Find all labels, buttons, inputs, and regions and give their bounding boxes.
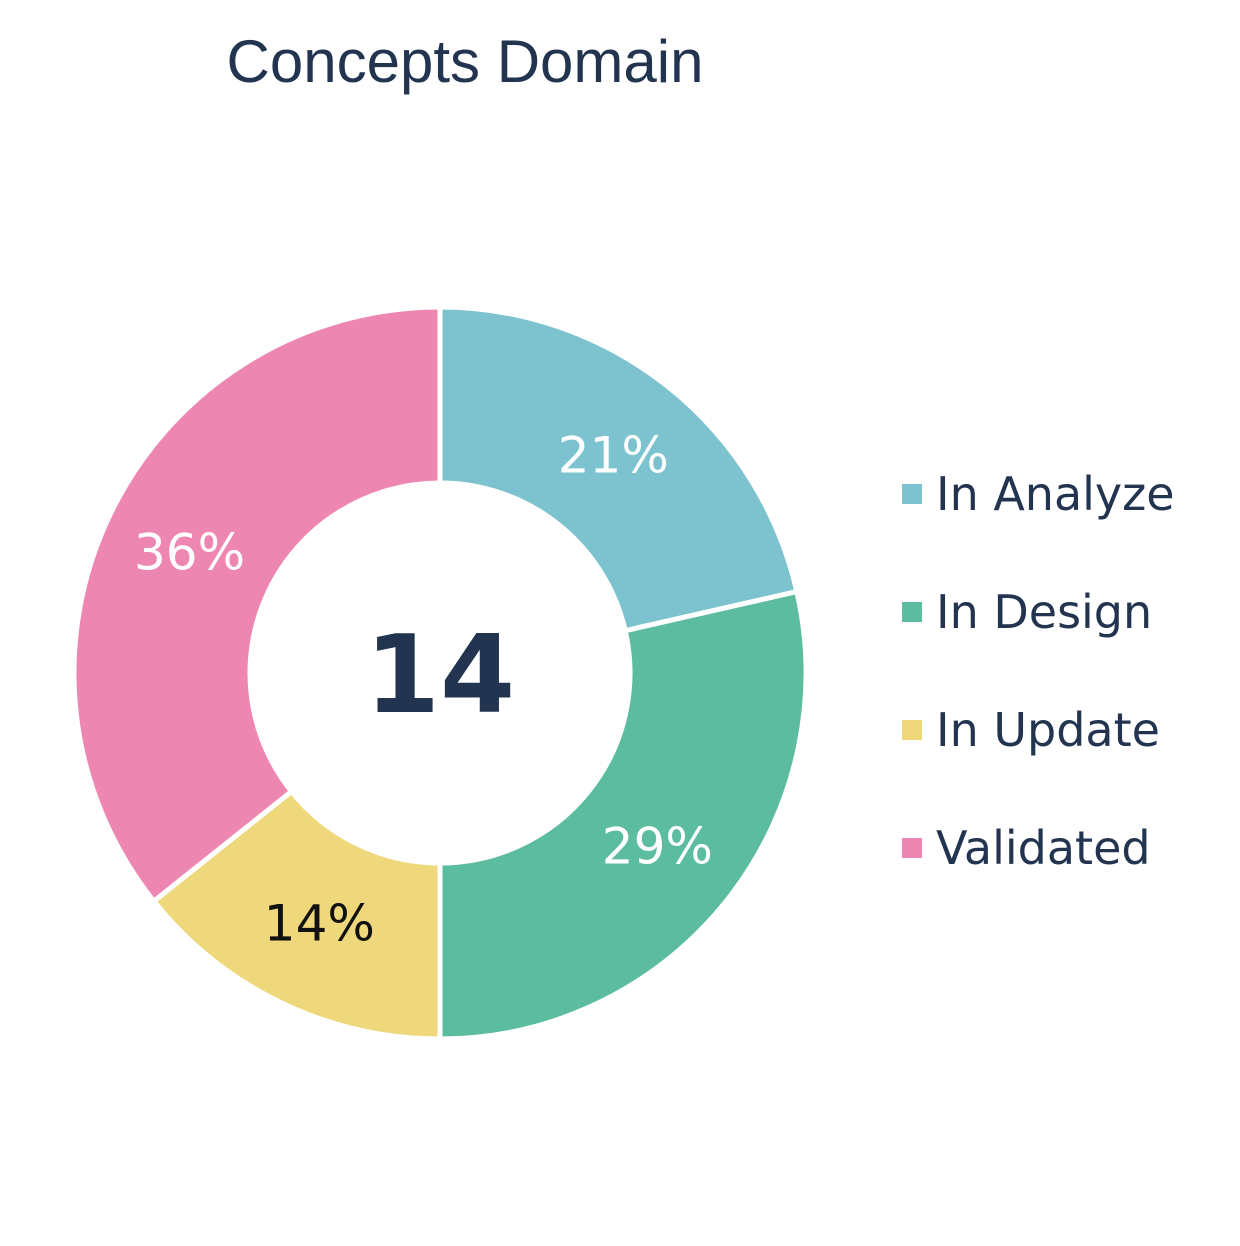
legend-label-in-update: In Update (936, 703, 1160, 757)
legend-label-in-analyze: In Analyze (936, 467, 1175, 521)
slice-labels: 21% 29% 14% 36% (134, 427, 713, 953)
legend-swatch-in-update (902, 720, 922, 740)
center-total: 14 (365, 613, 515, 738)
slice-in-update (150, 787, 443, 1042)
slice-validated (71, 304, 443, 905)
slice-label-in-design: 29% (602, 817, 713, 875)
legend-swatch-in-analyze (902, 484, 922, 504)
chart-title: Concepts Domain (227, 28, 704, 95)
slice-label-in-analyze: 21% (558, 427, 669, 485)
legend-swatch-in-design (902, 602, 922, 622)
donut-slices (71, 304, 809, 1042)
legend-label-validated: Validated (936, 821, 1151, 875)
slice-label-validated: 36% (134, 523, 245, 581)
slice-label-in-update: 14% (264, 894, 375, 952)
slice-in-design (437, 588, 809, 1042)
legend-label-in-design: In Design (936, 585, 1152, 639)
legend-swatch-validated (902, 838, 922, 858)
slice-in-analyze (437, 304, 800, 634)
